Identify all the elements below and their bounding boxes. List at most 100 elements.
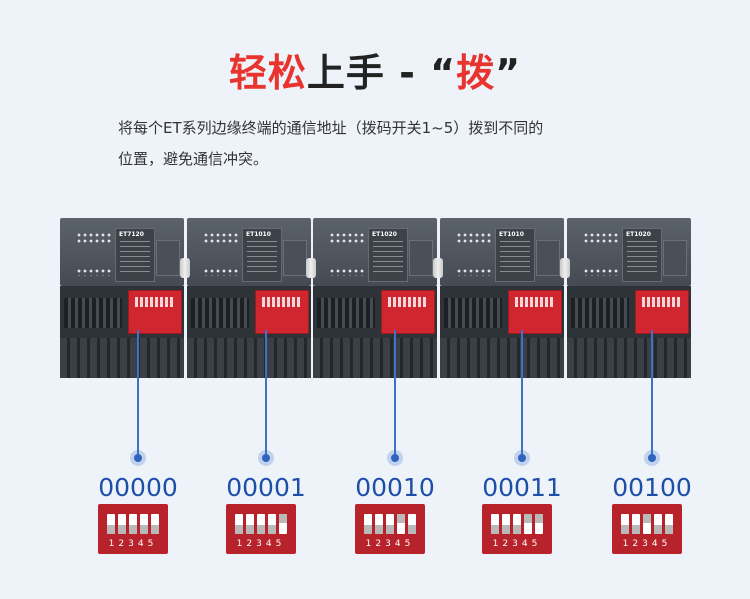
dip-lever <box>632 525 640 534</box>
dip-lever <box>268 525 276 534</box>
connector-dot <box>387 450 403 466</box>
module-bottom-terminals <box>313 338 437 378</box>
dip-levers <box>515 297 555 307</box>
label-text-lines <box>247 241 277 275</box>
module-bottom-terminals <box>567 338 691 378</box>
dip-slot[interactable] <box>654 514 662 534</box>
led-indicators <box>583 232 619 244</box>
terminal-block <box>191 298 249 328</box>
dip-lever <box>118 525 126 534</box>
dip-slot[interactable] <box>513 514 521 534</box>
dip-switch[interactable]: 12345 <box>226 504 296 554</box>
module-top: ET1010 <box>440 218 564 286</box>
connector-dot <box>130 450 146 466</box>
led-indicators <box>583 268 619 276</box>
dip-slot[interactable] <box>140 514 148 534</box>
dip-slot[interactable] <box>524 514 532 534</box>
module-model: ET1010 <box>499 231 524 238</box>
module-top: ET7120 <box>60 218 184 286</box>
dip-slot[interactable] <box>665 514 673 534</box>
et-module: ET1010 <box>440 218 564 383</box>
dip-lever <box>279 514 287 523</box>
led-indicators <box>76 232 112 244</box>
dip-lever <box>235 525 243 534</box>
module-dip-switch[interactable] <box>635 290 689 334</box>
title-part-1: 轻松 <box>228 51 307 95</box>
module-model: ET1020 <box>372 231 397 238</box>
dip-slot[interactable] <box>621 514 629 534</box>
dip-slot[interactable] <box>643 514 651 534</box>
bus-connector <box>180 258 190 278</box>
dip-slot[interactable] <box>386 514 394 534</box>
dip-switch[interactable]: 12345 <box>612 504 682 554</box>
connector-dot <box>258 450 274 466</box>
address-code: 00010 <box>355 473 435 502</box>
dip-slot[interactable] <box>257 514 265 534</box>
led-indicators <box>329 268 365 276</box>
connector-line <box>651 330 653 458</box>
dip-slot[interactable] <box>268 514 276 534</box>
dip-levers <box>262 297 302 307</box>
dip-switch[interactable]: 12345 <box>355 504 425 554</box>
label-panel: ET1020 <box>368 228 408 282</box>
led-indicators <box>76 268 112 276</box>
page-title: 轻松上手 - “拨” <box>0 42 750 97</box>
dip-slot[interactable] <box>151 514 159 534</box>
label-text-lines <box>373 241 403 275</box>
side-panel <box>409 240 433 276</box>
dip-slot[interactable] <box>502 514 510 534</box>
dip-slot[interactable] <box>107 514 115 534</box>
dip-slot[interactable] <box>491 514 499 534</box>
dip-lever <box>491 525 499 534</box>
terminal-block <box>64 298 122 328</box>
module-dip-switch[interactable] <box>255 290 309 334</box>
title-part-2: 上手 - “ <box>306 51 457 95</box>
dip-slot[interactable] <box>408 514 416 534</box>
dip-numbers: 12345 <box>236 539 286 549</box>
dip-numbers: 12345 <box>108 539 158 549</box>
et-module: ET1020 <box>313 218 437 383</box>
module-dip-switch[interactable] <box>381 290 435 334</box>
module-dip-switch[interactable] <box>128 290 182 334</box>
description: 将每个ET系列边缘终端的通信地址（拨码开关1~5）拨到不同的 位置，避免通信冲突… <box>118 113 658 175</box>
module-model: ET7120 <box>119 231 144 238</box>
led-indicators <box>456 268 492 276</box>
label-text-lines <box>627 241 657 275</box>
bus-connector <box>560 258 570 278</box>
dip-slot[interactable] <box>535 514 543 534</box>
module-row: ET7120 ET1010 ET1020 ET1010 ET1020 <box>60 218 700 393</box>
dip-levers <box>388 297 428 307</box>
connector-dot <box>514 450 530 466</box>
dip-lever <box>535 514 543 523</box>
dip-lever <box>364 525 372 534</box>
dip-slot[interactable] <box>364 514 372 534</box>
connector-line <box>265 330 267 458</box>
led-indicators <box>456 232 492 244</box>
module-top: ET1020 <box>313 218 437 286</box>
dip-slot[interactable] <box>129 514 137 534</box>
dip-switch[interactable]: 12345 <box>482 504 552 554</box>
et-module: ET1020 <box>567 218 691 383</box>
dip-lever <box>151 525 159 534</box>
dip-slot[interactable] <box>235 514 243 534</box>
module-dip-switch[interactable] <box>508 290 562 334</box>
side-panel <box>663 240 687 276</box>
address-code: 00001 <box>226 473 306 502</box>
dip-slot[interactable] <box>632 514 640 534</box>
dip-lever <box>502 525 510 534</box>
dip-lever <box>257 525 265 534</box>
module-model: ET1020 <box>626 231 651 238</box>
dip-slot[interactable] <box>246 514 254 534</box>
dip-slot[interactable] <box>279 514 287 534</box>
dip-slot[interactable] <box>375 514 383 534</box>
dip-slot[interactable] <box>118 514 126 534</box>
dip-switch[interactable]: 12345 <box>98 504 168 554</box>
bus-connector <box>306 258 316 278</box>
dip-numbers: 12345 <box>622 539 672 549</box>
dip-lever <box>375 525 383 534</box>
connector-line <box>137 330 139 458</box>
module-body <box>60 286 184 338</box>
dip-slot[interactable] <box>397 514 405 534</box>
module-top: ET1010 <box>187 218 311 286</box>
dip-numbers: 12345 <box>365 539 415 549</box>
